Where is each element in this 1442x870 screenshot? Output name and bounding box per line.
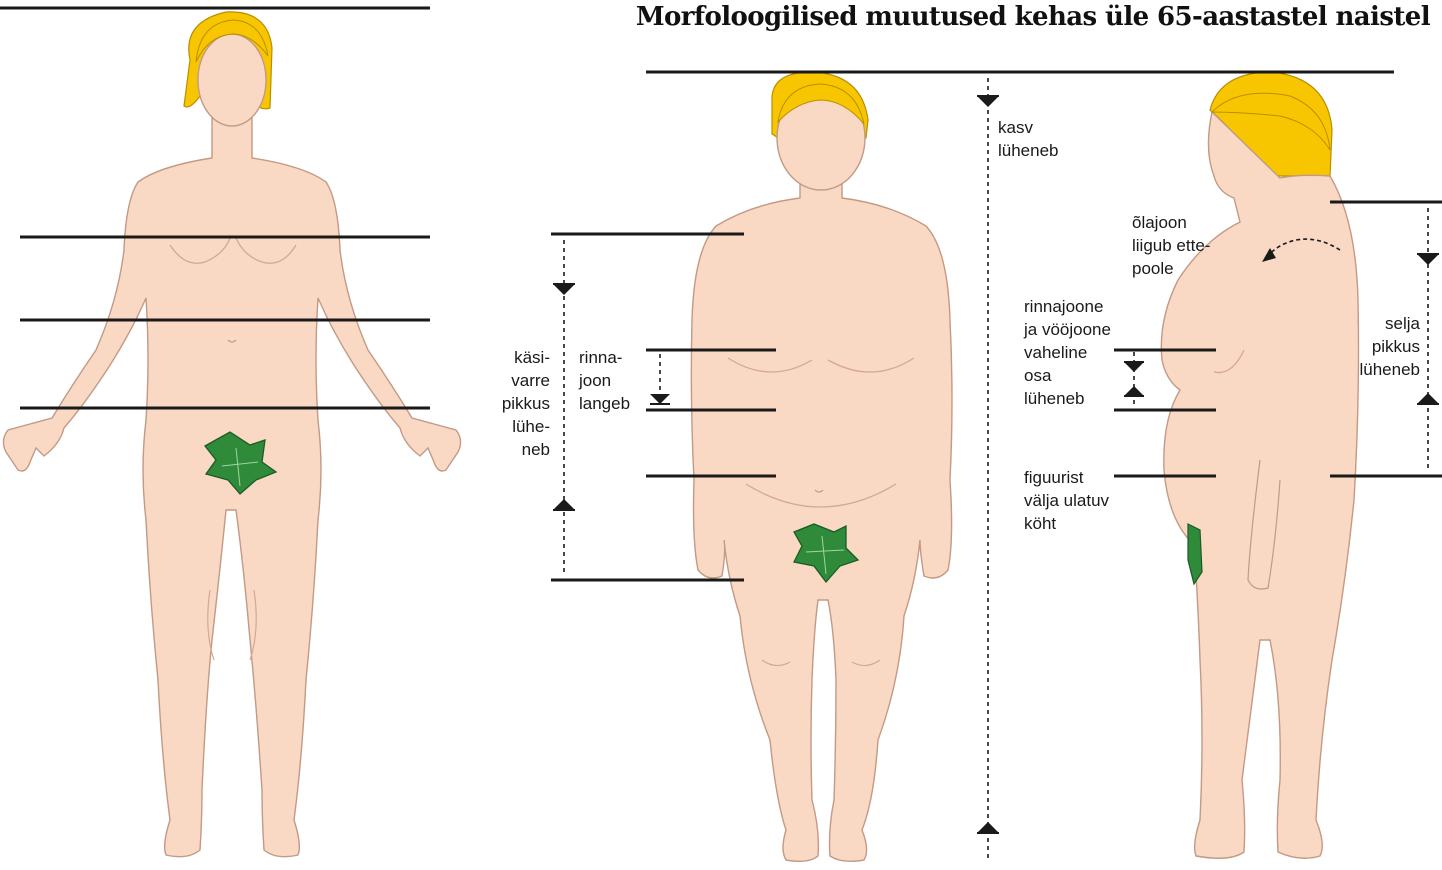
label-protruding-belly: figuurist välja ulatuv köht: [1024, 468, 1110, 533]
label-breast-line-drops: rinna- joon langeb: [579, 348, 631, 413]
diagram-title: Morfoloogilised muutused kehas üle 65-aa…: [635, 2, 1431, 32]
label-shoulder-line-forward: õlajoon liigub ette- poole: [1132, 213, 1211, 278]
young-woman-reference-lines: [0, 6, 430, 410]
elderly-reference-lines: [551, 70, 1442, 582]
label-arm-length-shortens: käsi- varre pikkus lühe- neb: [501, 348, 550, 459]
measurement-markers: [553, 78, 1439, 858]
label-bust-waist-segment-shortens: rinnajoone ja vööjoone vaheline osa lühe…: [1024, 297, 1111, 408]
young-woman-figure: [2, 11, 462, 858]
label-back-length-shortens: selja pikkus lüheneb: [1359, 314, 1420, 379]
elderly-woman-front-figure: [690, 71, 953, 863]
elderly-woman-side-figure: [1160, 71, 1360, 859]
label-height-shortens: kasv lüheneb: [998, 118, 1059, 160]
